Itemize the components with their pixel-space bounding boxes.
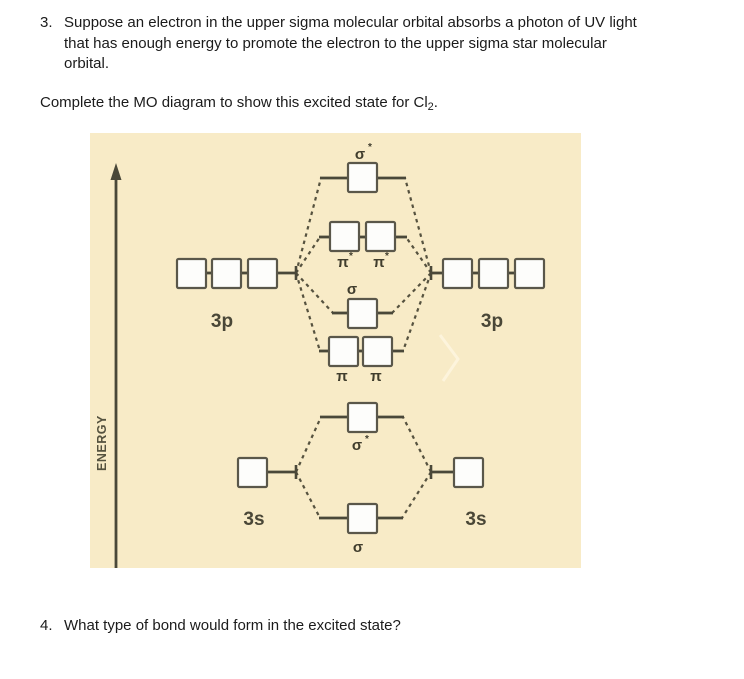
label-pi-star-right: π: [373, 254, 385, 271]
question-3-text: Suppose an electron in the upper sigma m…: [64, 13, 637, 75]
energy-axis-arrowhead: [110, 163, 122, 180]
label-sigma-star-3s-sup: *: [365, 434, 369, 445]
question-3-line: Suppose an electron in the upper sigma m…: [64, 14, 637, 31]
orbital-box-pi-1[interactable]: [327, 335, 360, 368]
energy-axis-label: ENERGY: [95, 415, 109, 471]
orbital-box-3p-left-1[interactable]: [175, 257, 208, 290]
orbital-boxes: [175, 161, 546, 535]
label-sigma-3p: σ: [347, 281, 357, 298]
question-3-number: 3.: [40, 14, 53, 31]
label-sigma-star-3s: σ: [352, 437, 362, 454]
label-3s-right: 3s: [465, 509, 486, 530]
label-sigma-star-3p: σ: [355, 146, 365, 163]
orbital-box-3p-right-1[interactable]: [441, 257, 474, 290]
label-pi-star-left-sup: *: [349, 251, 353, 262]
label-sigma-3s: σ: [353, 539, 363, 556]
chem-subscript: 2: [427, 101, 434, 113]
orbital-box-3p-right-3[interactable]: [513, 257, 546, 290]
orbital-box-3s-right[interactable]: [452, 456, 485, 489]
orbital-box-sigma-star-3p[interactable]: [346, 161, 379, 194]
dashed-correlation-lines-3s: [294, 416, 432, 519]
label-3p-right: 3p: [481, 311, 503, 332]
orbital-box-3p-left-2[interactable]: [210, 257, 243, 290]
label-pi-star-left: π: [337, 254, 349, 271]
dashed-correlation-lines-3p: [294, 177, 433, 352]
orbital-box-pi-star-2[interactable]: [364, 220, 397, 253]
question-3: 3. Suppose an electron in the upper sigm…: [40, 13, 637, 75]
label-pi-left: π: [336, 368, 348, 385]
orbital-box-sigma-3p[interactable]: [346, 297, 379, 330]
orbital-box-3p-left-3[interactable]: [246, 257, 279, 290]
question-4: 4. What type of bond would form in the e…: [40, 616, 401, 637]
question-4-number: 4.: [40, 617, 53, 634]
label-pi-star-right-sup: *: [385, 251, 389, 262]
instruction-period: .: [433, 94, 438, 111]
label-3p-left: 3p: [211, 311, 233, 332]
instruction-text: Complete the MO diagram to show this exc…: [40, 93, 438, 118]
faint-artifact: [438, 334, 460, 382]
question-3-line: that has enough energy to promote the el…: [64, 34, 607, 52]
orbital-box-sigma-3s[interactable]: [346, 502, 379, 535]
energy-level-lines: [206, 176, 515, 520]
question-3-line: orbital.: [64, 55, 110, 72]
mo-diagram-figure: ENERGY: [95, 142, 546, 568]
label-pi-right: π: [370, 368, 382, 385]
orbital-box-pi-star-1[interactable]: [328, 220, 361, 253]
orbital-box-sigma-star-3s[interactable]: [346, 401, 379, 434]
orbital-box-3s-left[interactable]: [236, 456, 269, 489]
label-sigma-star-3p-sup: *: [368, 142, 372, 153]
mo-diagram-panel: ENERGY: [90, 133, 581, 568]
instruction-main: Complete the MO diagram to show this exc…: [40, 94, 428, 111]
orbital-labels: σ * π * π * σ π π σ * σ 3p 3p 3s 3s: [211, 142, 503, 556]
orbital-box-3p-right-2[interactable]: [477, 257, 510, 290]
label-3s-left: 3s: [243, 509, 264, 530]
orbital-box-pi-2[interactable]: [361, 335, 394, 368]
question-4-text: What type of bond would form in the exci…: [64, 617, 401, 634]
